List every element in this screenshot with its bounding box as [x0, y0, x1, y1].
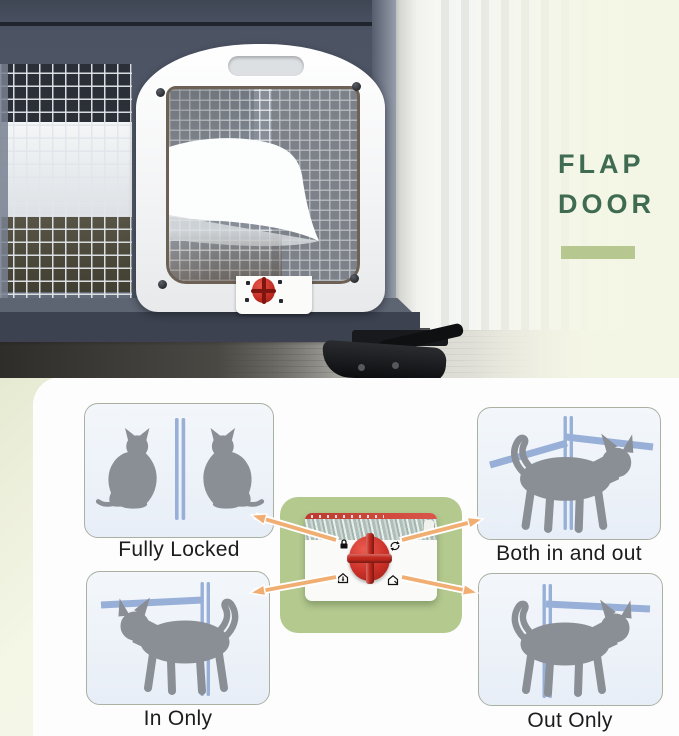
sitting-cat-right: [203, 428, 265, 509]
panel-seam: [0, 22, 396, 26]
flap-glass-sheen: [169, 89, 357, 281]
house-in-icon: [337, 573, 349, 584]
feature-title-line2: DOOR: [558, 189, 655, 219]
wire-grid: [0, 64, 132, 308]
caster-bolt: [358, 364, 365, 371]
lock-mode-mark: [278, 280, 282, 284]
feature-title-line1: FLAP: [558, 149, 645, 179]
flap-red-trim: [305, 513, 437, 521]
both-ways-illustration: [489, 416, 654, 533]
caster-bolt: [392, 362, 399, 369]
house-out-icon: [387, 575, 399, 586]
lock-icon: [340, 539, 348, 549]
flap-open-in: [100, 596, 204, 609]
rotate-icon: [390, 541, 400, 551]
out-only-illustration: [511, 584, 651, 698]
flap-latch: [424, 520, 434, 536]
lock-mode-mark: [246, 281, 250, 285]
screw: [156, 88, 165, 97]
product-photo: FLAP DOOR: [0, 0, 679, 378]
in-only-illustration: [100, 582, 239, 696]
wire-mesh-panel: [0, 64, 132, 308]
lock-mode-mark: [279, 299, 283, 303]
mode-panel-both-in-and-out: [477, 407, 661, 540]
screw: [350, 274, 359, 283]
flap-handle-slot: [228, 56, 304, 76]
mode-label-both-in-and-out: Both in and out: [496, 542, 642, 565]
flap-open-out: [545, 600, 651, 613]
door-frame: [392, 0, 438, 334]
sitting-cat-left: [95, 428, 157, 509]
mesh-frame-post: [0, 64, 8, 308]
mode-panel-fully-locked: [84, 403, 274, 538]
walking-cat: [511, 599, 632, 697]
screw: [158, 280, 167, 289]
lock-dial: [251, 277, 276, 304]
mode-label-fully-locked: Fully Locked: [118, 538, 240, 561]
walking-cat: [510, 433, 634, 533]
base-board: [0, 312, 420, 342]
flap-transparent-window: [166, 86, 360, 284]
feature-title: FLAP DOOR: [558, 144, 679, 224]
accent-bar: [561, 246, 635, 259]
flap-barrier: [181, 418, 186, 520]
lock-modes-diagram: Fully Locked: [0, 378, 679, 736]
flap-barrier: [175, 418, 179, 520]
mode-label-in-only: In Only: [143, 707, 213, 730]
mode-panel-in-only: [86, 571, 270, 705]
walking-cat: [118, 597, 239, 695]
flap-open-in: [489, 439, 568, 469]
screw: [352, 82, 361, 91]
lock-mode-mark: [245, 298, 249, 302]
interior-floor-shadow: [169, 231, 282, 281]
mode-panel-out-only: [478, 573, 663, 706]
cat-flap-door: [136, 44, 385, 312]
fully-locked-illustration: [95, 418, 265, 520]
photo-fade: [470, 0, 679, 378]
lock-dial-closeup: [347, 533, 392, 584]
flap-closeup-photo: [305, 513, 437, 601]
mode-label-out-only: Out Only: [527, 709, 613, 732]
